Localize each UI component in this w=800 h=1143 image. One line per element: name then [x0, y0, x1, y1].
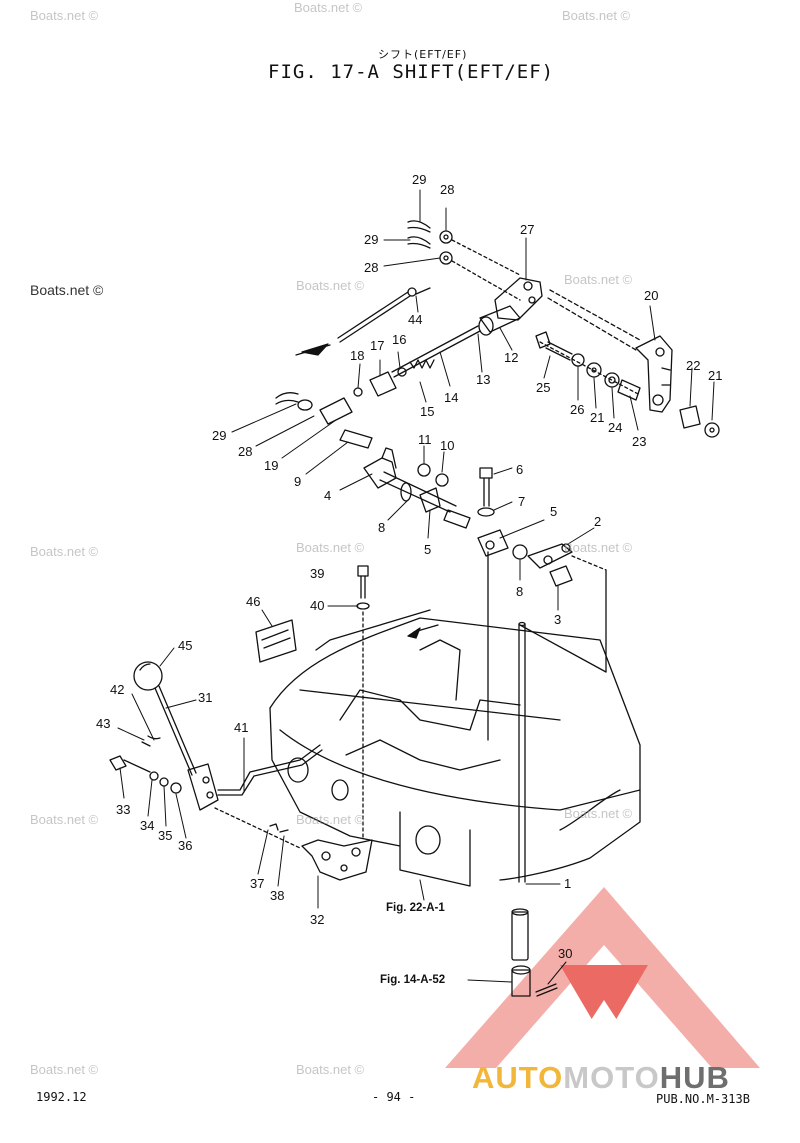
part-number-8b: 8	[516, 584, 524, 599]
reference-fig22: Fig. 22-A-1	[386, 902, 445, 914]
part-number-2: 2	[594, 514, 602, 529]
part-number-25: 25	[536, 380, 551, 395]
watermark-11: Boats.net ©	[296, 812, 365, 827]
part-number-28c: 28	[238, 444, 253, 459]
part-number-5a: 5	[550, 504, 558, 519]
watermark-2: Boats.net ©	[294, 0, 363, 15]
brand-logo-triangle	[445, 887, 760, 1068]
shift-lever	[109, 661, 373, 881]
part-number-35: 35	[158, 828, 173, 843]
decal-46	[255, 619, 297, 663]
part-number-42: 42	[110, 682, 125, 697]
part-number-29b: 29	[364, 232, 379, 247]
part-number-44: 44	[408, 312, 423, 327]
part-number-41: 41	[234, 720, 249, 735]
part-number-30: 30	[558, 946, 573, 961]
part-number-31: 31	[198, 690, 213, 705]
part-number-6: 6	[516, 462, 524, 477]
part-number-8a: 8	[378, 520, 386, 535]
part-number-15: 15	[420, 404, 435, 419]
footer-page-number: - 94 -	[372, 1090, 416, 1104]
part-number-26: 26	[570, 402, 585, 417]
part-number-4: 4	[324, 488, 332, 503]
part-number-17: 17	[370, 338, 385, 353]
part-number-23: 23	[632, 434, 647, 449]
part-number-29c: 29	[212, 428, 227, 443]
part-number-9: 9	[294, 474, 302, 489]
part-number-21b: 21	[590, 410, 605, 425]
part-number-29a: 29	[412, 172, 427, 187]
brand-word-auto: AUTO	[472, 1060, 564, 1095]
part-number-32: 32	[310, 912, 325, 927]
watermark-5: Boats.net ©	[296, 278, 365, 293]
part-number-3: 3	[554, 612, 562, 627]
part-number-28a: 28	[440, 182, 455, 197]
part-number-37: 37	[250, 876, 265, 891]
watermark-13: Boats.net ©	[30, 1062, 99, 1077]
part-number-27: 27	[520, 222, 535, 237]
part-number-5b: 5	[424, 542, 432, 557]
part-number-34: 34	[140, 818, 155, 833]
watermark-8: Boats.net ©	[296, 540, 365, 555]
part-number-7: 7	[518, 494, 526, 509]
bolt-39	[356, 565, 370, 841]
part-number-40: 40	[310, 598, 325, 613]
part-number-24: 24	[608, 420, 623, 435]
watermark-14: Boats.net ©	[296, 1062, 365, 1077]
part-number-12: 12	[504, 350, 519, 365]
figure-title: FIG. 17-A SHIFT(EFT/EF)	[268, 61, 555, 83]
part-number-28b: 28	[364, 260, 379, 275]
part-number-18: 18	[350, 348, 365, 363]
part-number-19: 19	[264, 458, 279, 473]
watermark-12: Boats.net ©	[564, 806, 633, 821]
figure-subtitle: シフト(EFT/EF)	[378, 48, 468, 61]
part-number-20: 20	[644, 288, 659, 303]
footer-date: 1992.12	[36, 1090, 87, 1104]
leader-lines	[117, 189, 715, 985]
brand-wordmark: AUTOMOTOHUB	[472, 1060, 730, 1096]
shift-shaft-assembly	[363, 447, 607, 673]
watermark-4: Boats.net ©	[30, 282, 104, 298]
part-number-1: 1	[564, 876, 572, 891]
brand-word-hub: HUB	[659, 1060, 730, 1095]
watermark-10: Boats.net ©	[30, 812, 99, 827]
part-number-43: 43	[96, 716, 111, 731]
watermark-1: Boats.net ©	[30, 8, 99, 23]
part-number-38: 38	[270, 888, 285, 903]
reference-fig14: Fig. 14-A-52	[380, 974, 446, 986]
watermark-6: Boats.net ©	[564, 272, 633, 287]
part-number-16: 16	[392, 332, 407, 347]
brand-word-moto: MOTO	[563, 1060, 660, 1095]
part-number-36: 36	[178, 838, 193, 853]
shift-rod	[487, 551, 558, 997]
upper-linkage	[275, 220, 720, 449]
part-number-46: 46	[246, 594, 261, 609]
part-number-11: 11	[418, 432, 432, 447]
part-number-39: 39	[310, 566, 325, 581]
part-number-10: 10	[440, 438, 455, 453]
part-number-14: 14	[444, 390, 459, 405]
watermark-9: Boats.net ©	[564, 540, 633, 555]
part-number-45: 45	[178, 638, 193, 653]
part-number-22: 22	[686, 358, 701, 373]
part-number-21a: 21	[708, 368, 723, 383]
part-number-13: 13	[476, 372, 491, 387]
part-number-33: 33	[116, 802, 131, 817]
watermark-7: Boats.net ©	[30, 544, 99, 559]
lower-cowling	[269, 609, 641, 887]
footer-publication-number: PUB.NO.M-313B	[656, 1092, 750, 1106]
watermark-3: Boats.net ©	[562, 8, 631, 23]
